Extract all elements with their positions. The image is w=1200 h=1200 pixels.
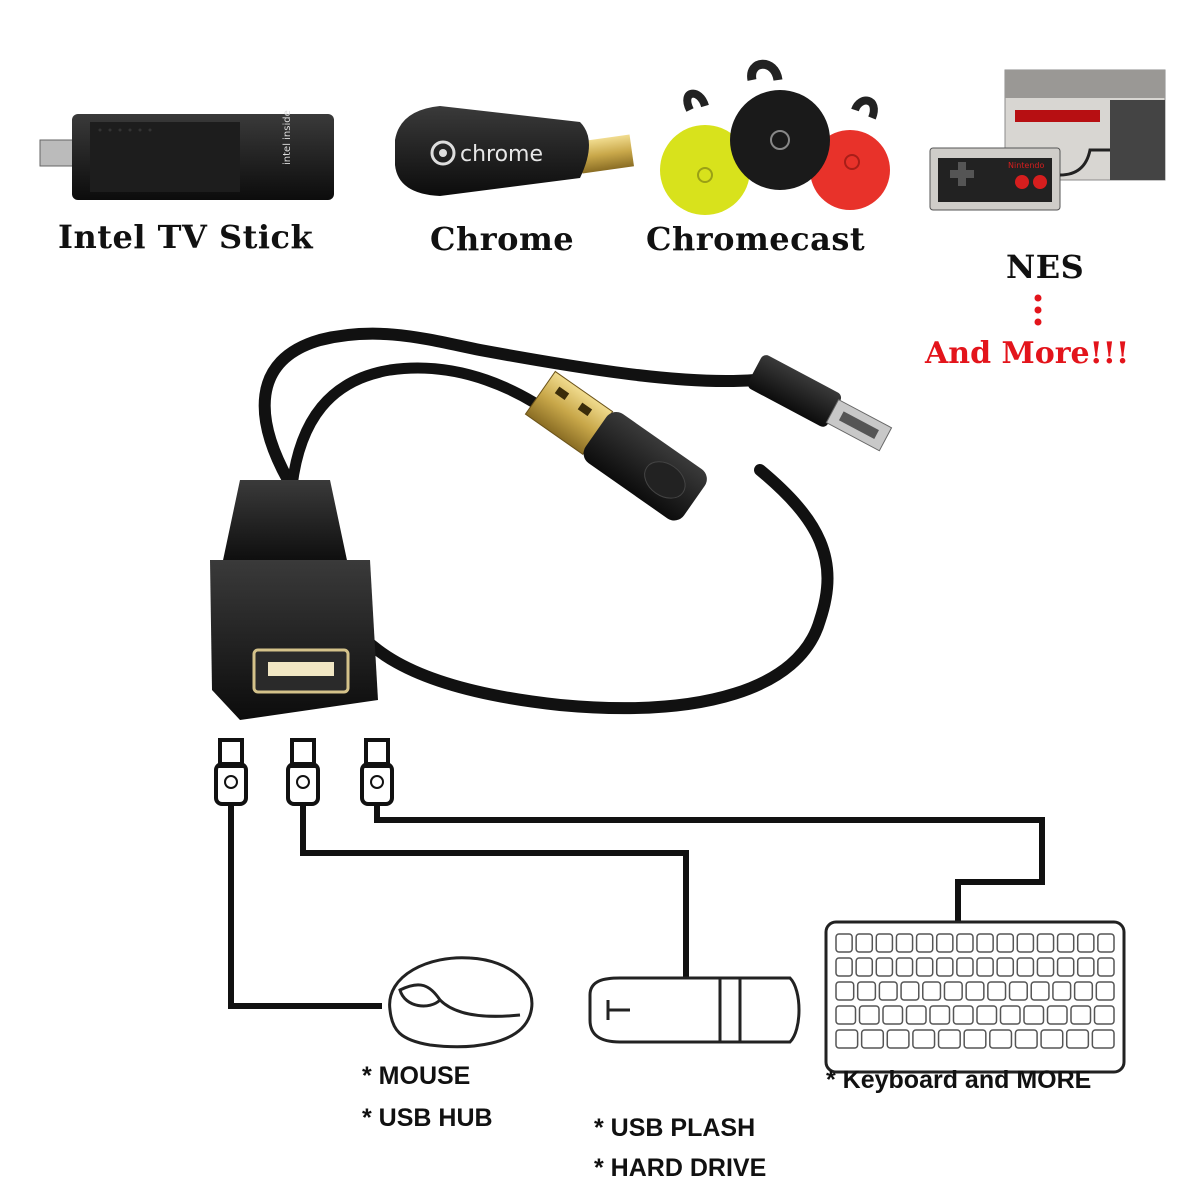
usb-plug-icon-3 [360,738,394,806]
usb-plug-icon-2 [286,738,320,806]
mouse-label: * MOUSE [362,1062,471,1090]
keyboard-key [905,1005,927,1025]
keyboard-key [999,1005,1021,1025]
keyboard-key [858,1005,880,1025]
keyboard-key [1097,957,1115,977]
keyboard-key [900,981,920,1001]
keyboard-key [835,957,853,977]
keyboard-label: * Keyboard and MORE [826,1066,1092,1094]
keyboard-key [860,1029,885,1049]
keyboard-key [963,1029,987,1049]
keyboard-key [835,981,855,1001]
keyboard-key [886,1029,910,1049]
keyboard-key [937,1029,961,1049]
keyboard-key [882,1005,904,1025]
keyboard-key [1036,933,1055,953]
usb-otg-y-cable-image [210,327,893,720]
keyboard-key [976,933,994,953]
keyboard-key [1014,1029,1038,1049]
keyboard-key [1065,1029,1090,1049]
keyboard-key [895,957,914,977]
keyboard-key [1036,957,1055,977]
keyboard-key [1016,933,1035,953]
device-label-intel-tv-stick: Intel TV Stick [58,218,314,256]
keyboard-key [1095,981,1115,1001]
keyboard-key [1073,981,1094,1001]
keyboard-key [1023,1005,1045,1025]
keyboard-key [1093,1005,1115,1025]
usb-flash-label: * USB PLASH [594,1114,756,1142]
keyboard-key [956,933,974,953]
keyboard-key [875,933,894,953]
hard-drive-label: * HARD DRIVE [594,1154,767,1182]
usb-plug-icon-1 [214,738,248,806]
keyboard-key [1091,1029,1115,1049]
chromecast-image [660,59,890,215]
keyboard-key [1056,933,1075,953]
keyboard-key [956,957,974,977]
keyboard-key [996,933,1015,953]
keyboard-key [1016,957,1035,977]
keyboard-key [1030,981,1050,1001]
keyboard-key [935,933,954,953]
keyboard-key [989,1029,1013,1049]
keyboard-key [856,981,877,1001]
keyboard-key [935,957,954,977]
keyboard-key [952,1005,974,1025]
keyboard-key [987,981,1007,1001]
keyboard-key [835,1029,859,1049]
keyboard-key [1056,957,1075,977]
usb-hub-label: * USB HUB [362,1104,493,1132]
keyboard-key [875,957,894,977]
keyboard-key [895,933,914,953]
keyboard-key [922,981,942,1001]
intel-tv-stick-image: intel inside [39,110,334,200]
keyboard-key [1040,1029,1064,1049]
keyboard-key [1046,1005,1068,1025]
keyboard-key [915,957,934,977]
and-more-label: And More!!! [925,336,1130,371]
device-label-chrome: Chrome [430,220,575,258]
keyboard-key [943,981,963,1001]
keyboard-key [996,957,1015,977]
keyboard-key [929,1005,951,1025]
keyboard-key [878,981,898,1001]
keyboard-key [1076,957,1095,977]
chrome-dongle-image: chrome [395,106,634,196]
keyboard-key [855,933,874,953]
keyboard-key [1097,933,1115,953]
keyboard-key [912,1029,936,1049]
device-label-nes: NES [1006,248,1085,286]
keyboard-icon [824,920,1126,1074]
keyboard-key [855,957,874,977]
ellipsis-dots-icon [1034,294,1042,326]
nes-brand-text: Nintendo [1008,161,1044,170]
keyboard-key [915,933,934,953]
keyboard-key [1070,1005,1092,1025]
connector-lines [228,804,1045,1009]
mouse-icon [388,956,534,1049]
keyboard-key [1076,933,1095,953]
keyboard-key [965,981,985,1001]
device-label-chromecast: Chromecast [646,220,866,258]
keyboard-key [976,1005,998,1025]
nes-image: Nintendo [929,69,1166,211]
chrome-logo-text: chrome [460,142,543,167]
keyboard-key [1052,981,1072,1001]
keyboard-key [835,933,853,953]
keyboard-key [1008,981,1028,1001]
keyboard-key [835,1005,857,1025]
usb-flash-icon [588,976,801,1044]
intel-logo-text: intel inside [282,110,293,165]
keyboard-key [976,957,994,977]
